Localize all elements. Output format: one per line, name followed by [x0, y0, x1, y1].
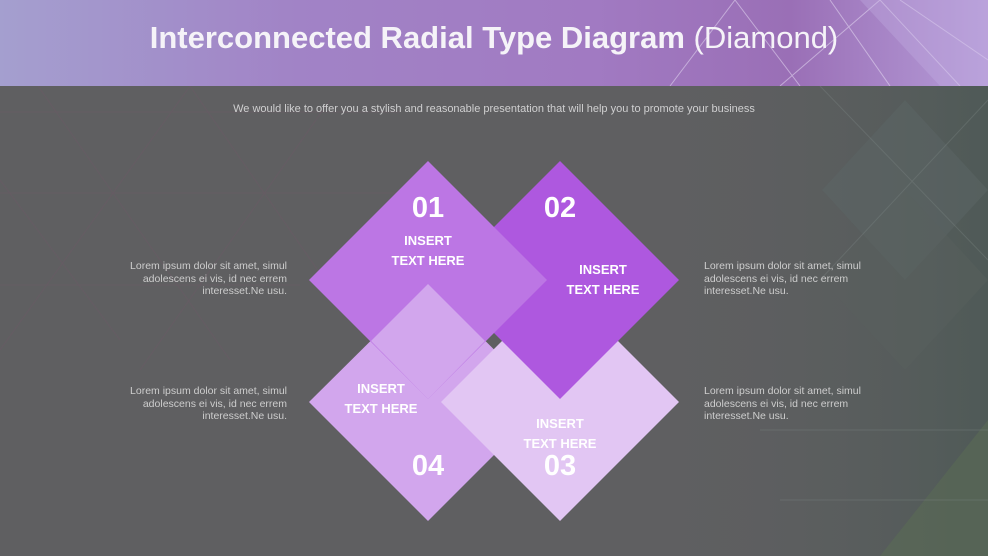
diamond-03-text: INSERT TEXT HERE [500, 414, 620, 454]
description-right-bottom: Lorem ipsum dolor sit amet, simul adoles… [704, 385, 884, 423]
diamond-03-line2: TEXT HERE [523, 436, 597, 451]
desc-line: interesset.Ne usu. [704, 410, 789, 422]
diamond-03[interactable] [441, 283, 679, 521]
diamond-04-number: 04 [411, 450, 445, 482]
diamond-01[interactable] [309, 161, 547, 399]
diamond-04[interactable] [309, 284, 547, 521]
desc-line: Lorem ipsum dolor sit amet, simul [130, 260, 287, 272]
diamond-02-line1: INSERT [579, 262, 627, 277]
subtitle: We would like to offer you a stylish and… [233, 103, 755, 115]
title-bold: Interconnected Radial Type Diagram [149, 20, 685, 55]
diamond-02-line2: TEXT HERE [566, 282, 640, 297]
diamond-04-overlap [371, 284, 485, 399]
diamond-01-line1: INSERT [404, 233, 452, 248]
diamond-01-text: INSERT TEXT HERE [368, 231, 488, 271]
desc-line: adolescens ei vis, id nec errem [142, 272, 287, 285]
title-light: (Diamond) [693, 20, 839, 55]
diamond-04-line2: TEXT HERE [344, 401, 418, 416]
diamond-02-number: 02 [543, 192, 577, 224]
diamond-04-text: INSERT TEXT HERE [321, 379, 441, 419]
diamond-03-line1: INSERT [536, 416, 584, 431]
diamond-04-line1: INSERT [357, 381, 405, 396]
desc-line: adolescens ei vis, id nec errem [704, 397, 849, 410]
desc-line: adolescens ei vis, id nec errem [704, 272, 849, 285]
page-title: Interconnected Radial Type Diagram (Diam… [0, 20, 988, 56]
desc-line: interesset.Ne usu. [704, 285, 789, 297]
description-left-bottom: Lorem ipsum dolor sit amet, simul adoles… [107, 385, 287, 423]
diamond-01-number: 01 [411, 192, 445, 224]
desc-line: Lorem ipsum dolor sit amet, simul [130, 385, 287, 397]
description-left-top: Lorem ipsum dolor sit amet, simul adoles… [107, 260, 287, 298]
desc-line: adolescens ei vis, id nec errem [142, 397, 287, 410]
desc-line: Lorem ipsum dolor sit amet, simul [704, 260, 861, 272]
description-right-top: Lorem ipsum dolor sit amet, simul adoles… [704, 260, 884, 298]
diamond-02-text: INSERT TEXT HERE [543, 260, 663, 300]
desc-line: Lorem ipsum dolor sit amet, simul [704, 385, 861, 397]
diamond-02[interactable] [441, 161, 679, 399]
desc-line: interesset.Ne usu. [202, 410, 287, 422]
diamond-03-number: 03 [543, 450, 577, 482]
diamond-01-line2: TEXT HERE [391, 253, 465, 268]
header-banner: Interconnected Radial Type Diagram (Diam… [0, 0, 988, 86]
header-pattern [669, 0, 988, 86]
desc-line: interesset.Ne usu. [202, 285, 287, 297]
